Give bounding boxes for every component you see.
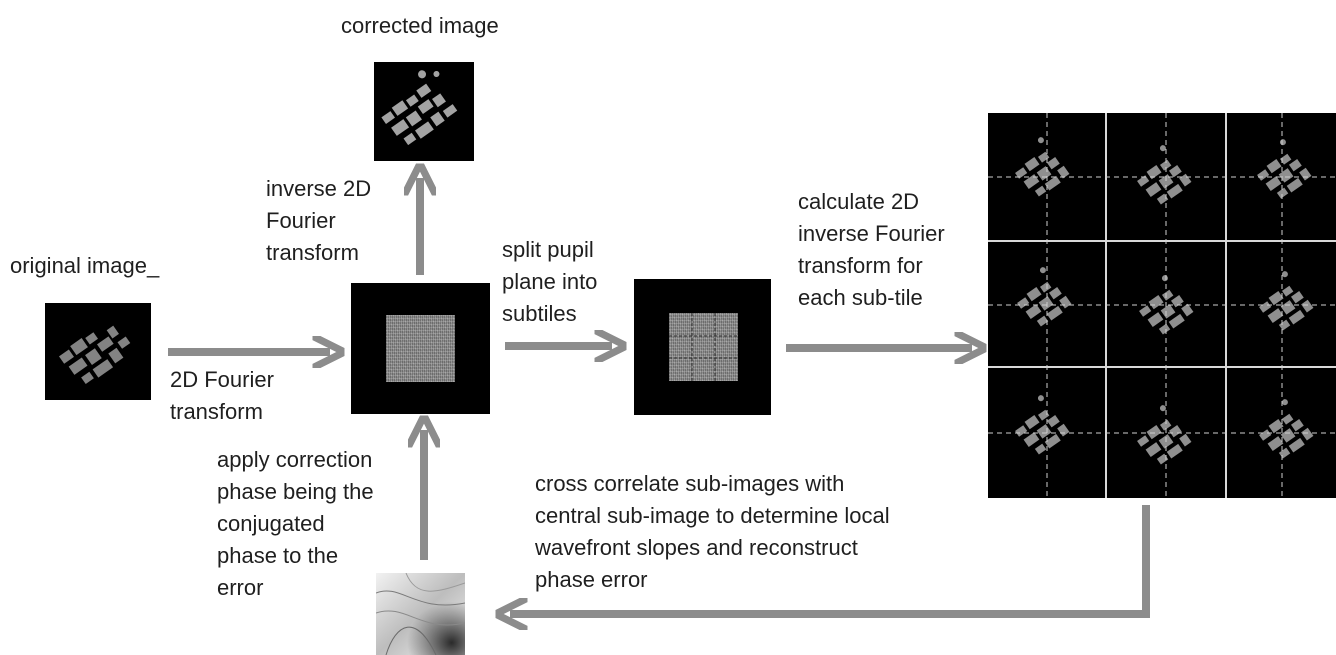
- fourier-transform-label: 2D Fourier transform: [170, 367, 274, 424]
- sub-image-r2c1: [1008, 265, 1073, 331]
- split-pupil-label: split pupil plane into subtiles: [502, 237, 598, 326]
- original-image: [45, 303, 151, 400]
- pupil-subtiles: [669, 313, 738, 381]
- sub-image-r3c2: [1128, 403, 1193, 469]
- pupil-spectrum: [386, 315, 455, 382]
- split-pupil-image: [634, 279, 771, 415]
- sub-image-r1c1: [1006, 135, 1071, 201]
- sub-image-r2c3: [1250, 269, 1315, 335]
- city-thumbnail: [59, 325, 131, 385]
- subtile-grid: [669, 313, 738, 381]
- calculate-inverse-label: calculate 2D inverse Fourier transform f…: [798, 189, 945, 310]
- cross-correlate-label: cross correlate sub-images with central …: [535, 471, 890, 592]
- inverse-fourier-label: inverse 2D Fourier transform: [266, 176, 372, 265]
- sub-image-grid-svg: [988, 113, 1336, 498]
- city-thumbnail: [381, 70, 458, 146]
- arrow-cross-correlate: [510, 505, 1150, 614]
- original-image-label: original image_: [10, 253, 160, 278]
- sub-image-r1c2: [1128, 143, 1193, 209]
- fourier-plane-image: [351, 283, 490, 414]
- sub-image-grid: [988, 113, 1336, 498]
- corrected-image: [374, 62, 474, 161]
- apply-correction-label: apply correction phase being the conjuga…: [217, 447, 374, 600]
- sub-image-r3c3: [1250, 397, 1315, 463]
- sub-image-r2c2: [1130, 273, 1195, 339]
- phase-error-image: [376, 573, 465, 655]
- corrected-image-label: corrected image: [341, 13, 499, 38]
- phase-error-map: [376, 573, 465, 655]
- sub-image-r3c1: [1006, 393, 1071, 459]
- sub-image-r1c3: [1248, 137, 1313, 203]
